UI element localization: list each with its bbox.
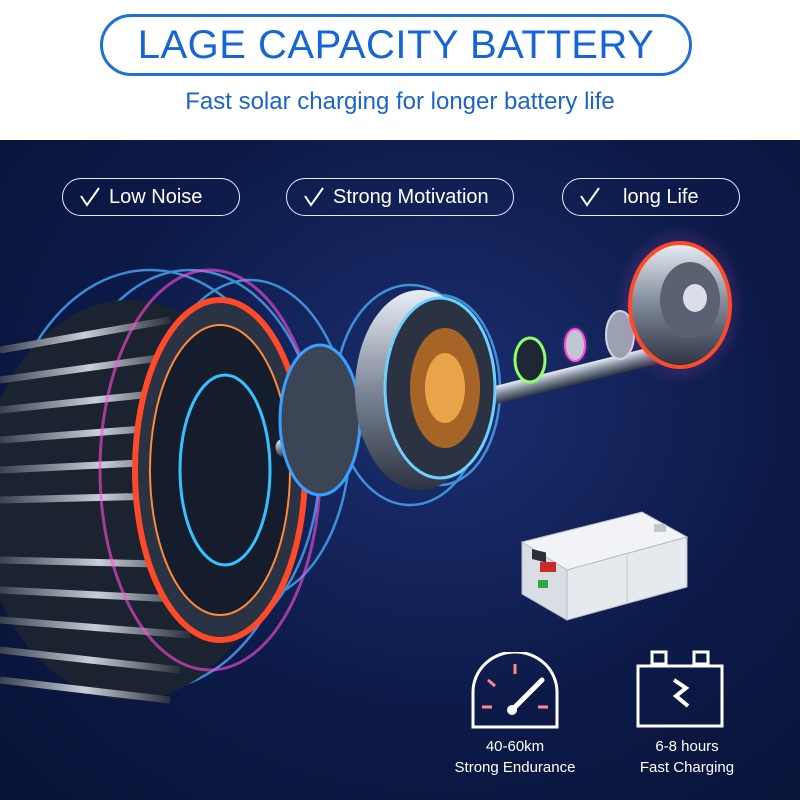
header: LAGE CAPACITY BATTERY Fast solar chargin… bbox=[0, 0, 800, 140]
battery-image bbox=[520, 511, 689, 621]
feature-label: Strong Endurance bbox=[454, 759, 576, 776]
badge-low-noise: Low Noise bbox=[62, 178, 240, 216]
feature-charging: 6-8 hours Fast Charging bbox=[612, 736, 762, 778]
feature-value: 40-60km bbox=[485, 738, 545, 755]
motor-illustration bbox=[0, 225, 745, 704]
title-pill: LAGE CAPACITY BATTERY bbox=[100, 14, 692, 76]
battery-charging-icon bbox=[636, 650, 724, 728]
feature-endurance: 40-60km Strong Endurance bbox=[440, 736, 590, 778]
page-title: LAGE CAPACITY BATTERY bbox=[137, 22, 655, 67]
feature-label: Fast Charging bbox=[639, 759, 735, 776]
badge-label: long Life bbox=[623, 185, 699, 208]
end-cap bbox=[615, 225, 745, 385]
badge-label: Low Noise bbox=[109, 185, 203, 208]
page-subtitle: Fast solar charging for longer battery l… bbox=[185, 88, 615, 115]
feature-value: 6-8 hours bbox=[655, 738, 719, 755]
check-icon bbox=[79, 186, 101, 208]
badge-strong-motivation: Strong Motivation bbox=[286, 178, 514, 216]
motor-scene: Low Noise Strong Motivation long Life bbox=[0, 140, 800, 800]
badge-long-life: long Life bbox=[562, 178, 740, 216]
check-icon bbox=[303, 186, 325, 208]
rotor bbox=[278, 290, 497, 497]
badge-label: Strong Motivation bbox=[333, 185, 489, 208]
check-icon bbox=[579, 186, 601, 208]
speedometer-icon bbox=[471, 652, 559, 729]
